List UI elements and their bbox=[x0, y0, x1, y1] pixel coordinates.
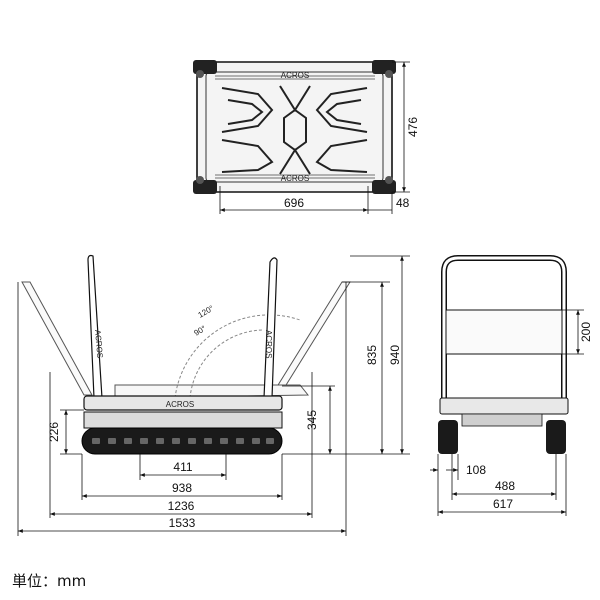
front-view-left-wheel bbox=[438, 420, 458, 454]
side-view-crawler-track bbox=[81, 427, 283, 455]
dim-top-corner-label: 48 bbox=[396, 196, 410, 210]
caster-wheel-br bbox=[385, 176, 393, 184]
dim-top-width-label: 696 bbox=[284, 196, 304, 210]
brand-mark-left-handle: ACROS bbox=[93, 329, 104, 358]
dim-deck-height bbox=[60, 409, 84, 455]
brand-mark-right-handle: ACROS bbox=[264, 330, 273, 358]
dim-length-mid-label: 1236 bbox=[168, 499, 195, 513]
caster-wheel-tr bbox=[385, 70, 393, 78]
dim-wheel-width-label: 108 bbox=[466, 463, 486, 477]
top-view-ribs bbox=[221, 85, 368, 175]
front-view: 200 108 488 617 bbox=[430, 255, 593, 516]
front-view-right-wheel bbox=[546, 420, 566, 454]
side-view-handles bbox=[87, 254, 278, 399]
angle-outer-label: 120° bbox=[197, 304, 216, 320]
side-view-frame bbox=[83, 411, 283, 429]
unit-label: 単位：mm bbox=[12, 572, 87, 590]
side-view-angle-arcs bbox=[174, 314, 301, 399]
front-view-handle-frame-inner bbox=[442, 256, 566, 398]
dim-top-width bbox=[219, 186, 393, 214]
dim-handle-band-label: 200 bbox=[579, 322, 593, 342]
dim-deck-length-label: 938 bbox=[172, 481, 192, 495]
dim-side-lengths bbox=[17, 282, 347, 536]
angle-inner-label: 90° bbox=[193, 324, 208, 338]
dim-handle-band bbox=[562, 309, 584, 355]
dim-handle-high-label: 940 bbox=[388, 345, 402, 365]
dim-deck-height-label: 226 bbox=[47, 422, 61, 442]
front-view-deck bbox=[439, 397, 569, 415]
side-view-track-treads bbox=[92, 438, 274, 444]
brand-mark-deck: ACROS bbox=[166, 400, 194, 409]
top-view-deck-inner bbox=[205, 71, 384, 183]
front-view-handle-band bbox=[445, 309, 563, 355]
brand-mark-top-lower: ACROS bbox=[281, 174, 309, 183]
dim-wheel-track-label: 488 bbox=[495, 479, 515, 493]
dim-top-depth bbox=[392, 61, 410, 193]
top-view-deck-outline bbox=[196, 61, 393, 193]
dim-wheelbase-label: 411 bbox=[173, 460, 192, 474]
caster-wheel-bl bbox=[196, 176, 204, 184]
side-view: 120° 90° ACROS ACROS ACROS bbox=[17, 254, 410, 536]
dim-overall-width-label: 617 bbox=[493, 497, 513, 511]
side-view-handle-ghosts bbox=[21, 281, 351, 399]
front-view-axle bbox=[461, 413, 543, 427]
dim-length-max-label: 1533 bbox=[169, 516, 196, 530]
side-view-deck bbox=[83, 395, 283, 411]
top-view: ACROS ACROS 476 696 48 bbox=[193, 60, 420, 214]
brand-mark-top: ACROS bbox=[281, 71, 309, 80]
caster-wheel-tl bbox=[196, 70, 204, 78]
top-view-corner-casters bbox=[193, 60, 396, 194]
dim-top-depth-label: 476 bbox=[406, 117, 420, 137]
dim-front-widths bbox=[430, 454, 567, 516]
top-view-stripes bbox=[215, 75, 375, 179]
dim-handle-mid-label: 835 bbox=[365, 345, 379, 365]
